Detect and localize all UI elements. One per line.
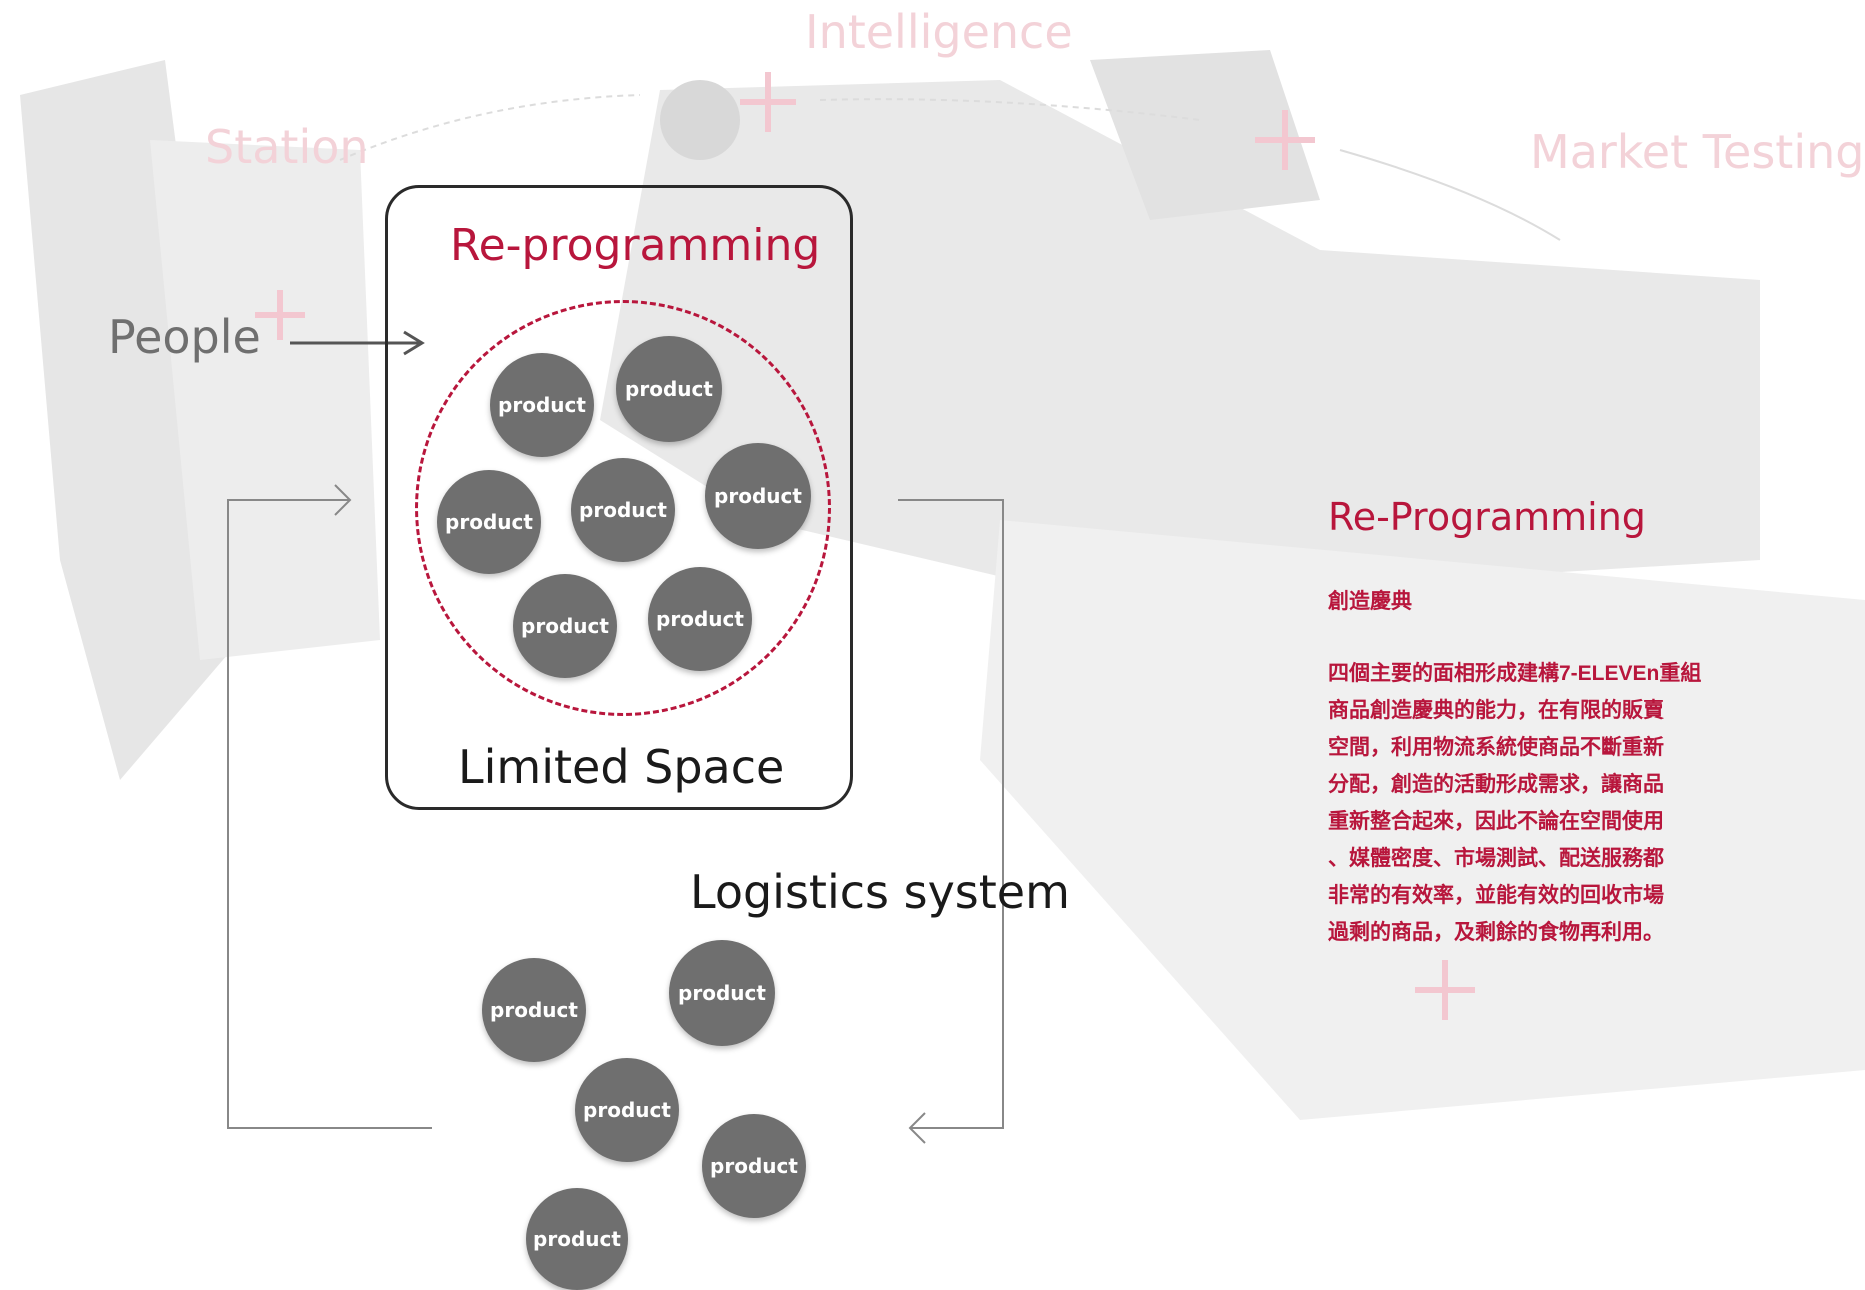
side-panel-body: 四個主要的面相形成建構7-ELEVEn重組 商品創造慶典的能力，在有限的販賣 空… [1328, 655, 1748, 951]
product-node: product [437, 470, 541, 574]
product-node: product [669, 940, 775, 1046]
side-panel-subtitle: 創造慶典 [1328, 590, 1412, 613]
logistics-loop-left [227, 499, 432, 1129]
people-arrow-head [403, 330, 425, 356]
body-line: 空間，利用物流系統使商品不斷重新 [1328, 736, 1664, 759]
limited-space-label: Limited Space [458, 740, 785, 794]
product-node: product [705, 443, 811, 549]
reprogramming-label: Re-programming [450, 220, 821, 271]
product-node: product [702, 1114, 806, 1218]
body-line: 、媒體密度、市場測試、配送服務都 [1328, 847, 1664, 870]
market-testing-label: Market Testing [1530, 125, 1865, 179]
product-node: product [482, 958, 586, 1062]
body-line: 商品創造慶典的能力，在有限的販賣 [1328, 699, 1664, 722]
product-node: product [490, 353, 594, 457]
logistics-loop-right-head [908, 1112, 926, 1144]
product-node: product [526, 1188, 628, 1290]
reprogramming-circle [415, 300, 831, 716]
body-line: 四個主要的面相形成建構7-ELEVEn重組 [1328, 662, 1702, 685]
product-node: product [575, 1058, 679, 1162]
product-node: product [648, 567, 752, 671]
station-label: Station [205, 120, 369, 174]
body-line: 分配，創造的活動形成需求，讓商品 [1328, 773, 1664, 796]
product-node: product [571, 458, 675, 562]
people-label: People [108, 310, 261, 364]
intelligence-label: Intelligence [805, 5, 1073, 59]
logistics-loop-right [898, 499, 1004, 1129]
logistics-system-label: Logistics system [690, 865, 1070, 919]
body-line: 非常的有效率，並能有效的回收市場 [1328, 884, 1664, 907]
body-line: 重新整合起來，因此不論在空間使用 [1328, 810, 1664, 833]
product-node: product [513, 574, 617, 678]
side-panel-title: Re-Programming [1328, 495, 1646, 539]
product-node: product [616, 336, 722, 442]
body-line: 過剩的商品，及剩餘的食物再利用。 [1328, 921, 1664, 944]
limited-space-box [385, 185, 853, 810]
logistics-loop-left-head [334, 484, 352, 516]
